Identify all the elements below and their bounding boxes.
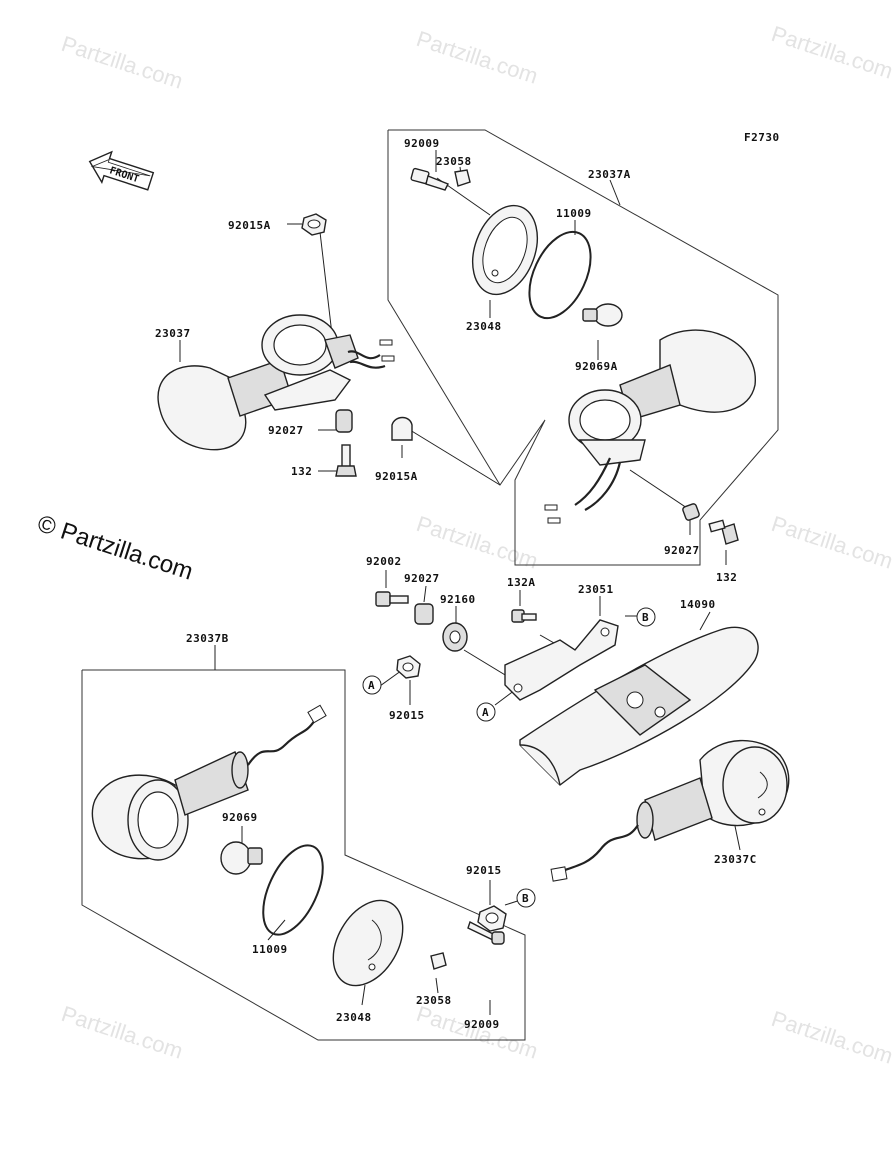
callout-a-right: A xyxy=(476,702,496,722)
nut-23058-top xyxy=(454,169,471,187)
nut-23058-bottom xyxy=(430,952,447,970)
label-92015-left: 92015 xyxy=(389,709,425,722)
label-23037: 23037 xyxy=(155,327,191,340)
label-92160: 92160 xyxy=(440,593,476,606)
frame-23037A xyxy=(387,129,779,566)
label-92027-mid: 92027 xyxy=(404,572,440,585)
nut-92015A-top xyxy=(301,213,327,236)
collar-92027-right xyxy=(682,503,700,521)
label-132-left: 132 xyxy=(291,465,312,478)
callout-b-upper: B xyxy=(636,607,656,627)
svg-text:A: A xyxy=(368,679,375,692)
label-92009-bottom: 92009 xyxy=(464,1018,500,1031)
bolt-132A xyxy=(511,609,537,623)
label-92009-top: 92009 xyxy=(404,137,440,150)
bulb-92069A xyxy=(582,303,623,327)
callout-a-left: A xyxy=(362,675,382,695)
label-11009-top: 11009 xyxy=(556,207,592,220)
turn-signal-23037B-body xyxy=(91,704,327,861)
label-23051: 23051 xyxy=(578,583,614,596)
label-92069A: 92069A xyxy=(575,360,618,373)
turn-signal-23037A-body xyxy=(544,329,756,524)
bracket-23051 xyxy=(504,619,619,701)
watermark-mid-center: Partzilla.com xyxy=(413,511,540,574)
label-92027-right: 92027 xyxy=(664,544,700,557)
label-23037C: 23037C xyxy=(714,853,757,866)
watermark-bottom-center: Partzilla.com xyxy=(413,1001,540,1064)
bulb-92069 xyxy=(220,841,263,875)
bolt-132-right xyxy=(708,519,739,545)
nut-92015-left xyxy=(396,655,421,679)
svg-text:B: B xyxy=(642,611,649,624)
watermark-top-right: Partzilla.com xyxy=(768,21,894,84)
callout-b-lower: B xyxy=(516,888,536,908)
collar-92027-mid xyxy=(414,603,434,625)
bolt-92002 xyxy=(375,591,409,607)
watermark-main: © Partzilla.com xyxy=(34,510,196,586)
grommet-92160 xyxy=(442,622,468,652)
label-92002: 92002 xyxy=(366,555,402,568)
gasket-11009-top xyxy=(528,230,592,320)
turn-signal-23037C-body xyxy=(550,739,790,882)
label-92027-left: 92027 xyxy=(268,424,304,437)
label-14090: 14090 xyxy=(680,598,716,611)
label-92015A-top: 92015A xyxy=(228,219,271,232)
label-23058-top: 23058 xyxy=(436,155,472,168)
watermark-mid-right: Partzilla.com xyxy=(768,511,894,574)
collar-92027-left xyxy=(335,409,353,433)
label-23037B: 23037B xyxy=(186,632,229,645)
gasket-11009-bottom xyxy=(262,844,324,936)
turn-signal-23037 xyxy=(157,314,395,451)
svg-text:B: B xyxy=(522,892,529,905)
part-labels: 92009 23058 23037A 11009 23048 92069A 92… xyxy=(155,137,757,1031)
watermark-bottom-right: Partzilla.com xyxy=(768,1006,894,1069)
bolt-92009-top xyxy=(410,167,449,191)
label-132A: 132A xyxy=(507,576,536,589)
label-92015-right: 92015 xyxy=(466,864,502,877)
label-92069: 92069 xyxy=(222,811,258,824)
label-23048-bottom: 23048 xyxy=(336,1011,372,1024)
label-11009-bottom: 11009 xyxy=(252,943,288,956)
label-23048-top: 23048 xyxy=(466,320,502,333)
label-23058-bottom: 23058 xyxy=(416,994,452,1007)
svg-text:A: A xyxy=(482,706,489,719)
watermark-top-center: Partzilla.com xyxy=(413,26,540,89)
watermark-bottom-left: Partzilla.com xyxy=(58,1001,185,1064)
label-132-right: 132 xyxy=(716,571,737,584)
figure-code: F2730 xyxy=(744,131,780,144)
rim-23048-top xyxy=(472,204,538,296)
fender-14090 xyxy=(519,626,759,786)
bolt-132-left xyxy=(335,444,357,477)
watermark-top-left: Partzilla.com xyxy=(58,31,185,94)
nut-92015A-mid xyxy=(391,416,413,441)
label-23037A: 23037A xyxy=(588,168,631,181)
front-arrow-icon: FRONT xyxy=(88,150,155,191)
frame-23037B xyxy=(81,669,526,1041)
label-92015A-mid: 92015A xyxy=(375,470,418,483)
lens-23048-bottom xyxy=(332,899,404,987)
screw-92009-bottom xyxy=(467,921,505,945)
nut-92015-right xyxy=(477,905,507,932)
leader-lines xyxy=(179,150,741,1015)
